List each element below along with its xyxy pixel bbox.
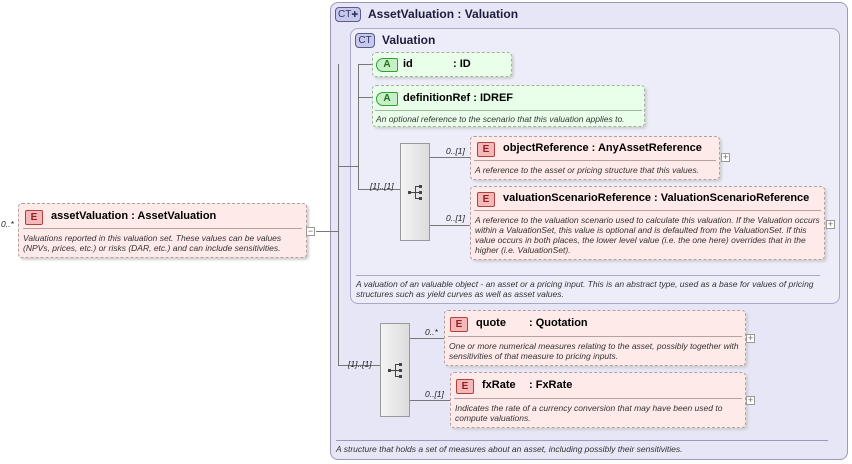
sequence-icon bbox=[408, 185, 422, 200]
root-cardinality: 0..* bbox=[1, 219, 14, 229]
attribute-badge-icon: A bbox=[376, 58, 398, 72]
attribute-badge-icon: A bbox=[376, 92, 398, 106]
objectReference-label: objectReference : AnyAssetReference bbox=[503, 142, 702, 154]
outer-doc-separator bbox=[336, 440, 828, 441]
valuationScenarioReference-cardinality: 0..[1] bbox=[446, 213, 465, 223]
element-badge-icon: E bbox=[456, 379, 474, 394]
element-separator bbox=[474, 160, 716, 161]
connector bbox=[338, 365, 380, 366]
root-doc: Valuations reported in this valuation se… bbox=[23, 233, 282, 253]
fxRate-cardinality: 0..[1] bbox=[425, 389, 444, 399]
connector bbox=[358, 97, 372, 98]
attribute-separator bbox=[375, 110, 642, 111]
element-badge-icon: E bbox=[477, 192, 495, 207]
element-badge-icon: E bbox=[25, 210, 43, 225]
inner-type-doc: A valuation of an valuable object - an a… bbox=[356, 279, 814, 299]
fxRate-type: : FxRate bbox=[529, 379, 573, 391]
element-type: : AnyAssetReference bbox=[591, 142, 702, 154]
sequence1-compositor[interactable] bbox=[400, 143, 430, 241]
expand-icon[interactable]: + bbox=[826, 219, 835, 229]
objectReference-cardinality: 0..[1] bbox=[446, 146, 465, 156]
sequence2-cardinality: [1]..[1] bbox=[348, 359, 372, 369]
attribute-id-name: id bbox=[403, 58, 413, 70]
attribute-definitionRef-name: definitionRef : IDREF bbox=[403, 92, 513, 104]
collapse-icon[interactable]: − bbox=[306, 226, 315, 236]
outer-type-title: AssetValuation : Valuation bbox=[368, 7, 519, 21]
element-separator bbox=[448, 336, 742, 337]
element-separator bbox=[454, 398, 742, 399]
expand-icon[interactable]: + bbox=[721, 152, 730, 162]
connector bbox=[358, 64, 372, 65]
objectReference-doc: A reference to the asset or pricing stru… bbox=[475, 165, 700, 175]
connector bbox=[410, 338, 444, 339]
ct-badge-icon: CT bbox=[355, 33, 375, 48]
root-separator bbox=[23, 228, 302, 229]
root-name: assetValuation bbox=[51, 210, 129, 222]
connector bbox=[358, 64, 359, 189]
root-element-assetValuation[interactable]: E assetValuation : AssetValuation Valuat… bbox=[18, 203, 307, 258]
quote-doc: One or more numerical measures relating … bbox=[449, 341, 739, 361]
element-badge-icon: E bbox=[450, 317, 468, 332]
fxRate-name: fxRate bbox=[482, 379, 516, 391]
element-quote[interactable]: E quote : Quotation One or more numerica… bbox=[444, 310, 746, 366]
expand-icon[interactable]: + bbox=[746, 333, 755, 343]
connector bbox=[430, 157, 470, 158]
element-badge-icon: E bbox=[477, 142, 495, 157]
valuationScenarioReference-label: valuationScenarioReference : ValuationSc… bbox=[503, 192, 809, 204]
element-valuationScenarioReference[interactable]: E valuationScenarioReference : Valuation… bbox=[470, 186, 825, 260]
sequence2-compositor[interactable] bbox=[380, 323, 410, 417]
outer-type-doc: A structure that holds a set of measures… bbox=[336, 444, 683, 454]
connector bbox=[338, 166, 358, 167]
element-name: objectReference bbox=[503, 142, 589, 154]
expand-icon[interactable]: + bbox=[746, 395, 755, 405]
inner-doc-separator bbox=[356, 275, 820, 276]
ct-extension-badge-icon: CT✚ bbox=[335, 7, 361, 22]
connector bbox=[338, 64, 339, 366]
attribute-definitionRef-doc: An optional reference to the scenario th… bbox=[376, 114, 625, 124]
inner-type-title: Valuation bbox=[382, 33, 436, 47]
element-name: valuationScenarioReference bbox=[503, 192, 651, 204]
attribute-name: definitionRef bbox=[403, 92, 471, 104]
attribute-definitionRef[interactable]: A definitionRef : IDREF An optional refe… bbox=[372, 85, 645, 127]
attribute-id[interactable]: A id : ID bbox=[372, 52, 512, 77]
quote-name: quote bbox=[476, 317, 506, 329]
sequence-icon bbox=[388, 363, 402, 378]
quote-cardinality: 0..* bbox=[425, 327, 438, 337]
connector bbox=[316, 231, 338, 232]
connector bbox=[410, 400, 450, 401]
element-objectReference[interactable]: E objectReference : AnyAssetReference A … bbox=[470, 136, 720, 180]
element-type: : ValuationScenarioReference bbox=[654, 192, 810, 204]
connector bbox=[430, 225, 470, 226]
quote-type: : Quotation bbox=[529, 317, 588, 329]
root-type: AssetValuation bbox=[137, 210, 217, 222]
fxRate-doc: Indicates the rate of a currency convers… bbox=[455, 403, 723, 423]
sequence1-cardinality: [1]..[1] bbox=[370, 181, 394, 191]
connector bbox=[358, 189, 400, 190]
valuationScenarioReference-doc: A reference to the valuation scenario us… bbox=[475, 215, 820, 255]
element-fxRate[interactable]: E fxRate : FxRate Indicates the rate of … bbox=[450, 372, 746, 428]
element-separator bbox=[474, 210, 821, 211]
root-element-name: assetValuation : AssetValuation bbox=[51, 210, 217, 222]
attribute-id-type: : ID bbox=[453, 58, 471, 70]
attribute-type: : IDREF bbox=[473, 92, 514, 104]
